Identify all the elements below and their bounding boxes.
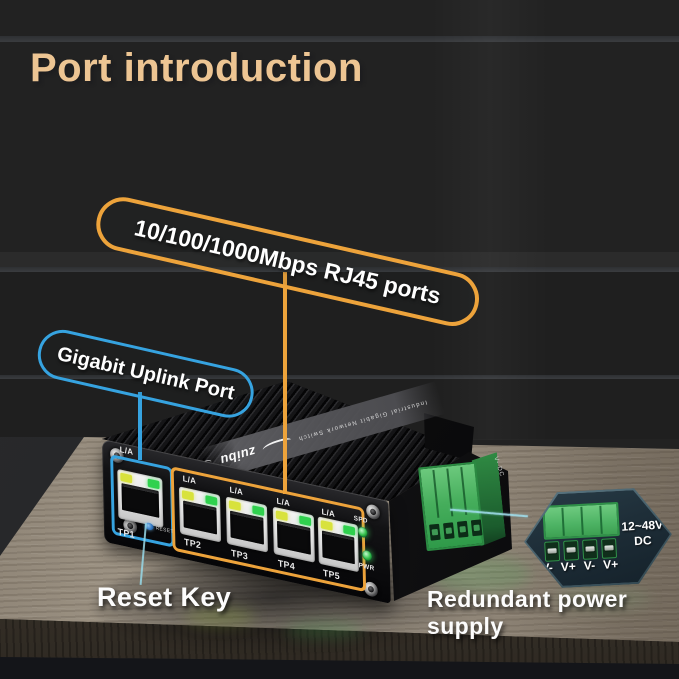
inset-reflection bbox=[555, 585, 650, 611]
terminal-screw-hole bbox=[470, 519, 483, 537]
rj45-opening bbox=[276, 520, 311, 555]
terminal-screw-hole bbox=[456, 520, 469, 538]
wall-groove bbox=[0, 267, 679, 272]
activity-led-green bbox=[147, 478, 160, 490]
rj45-port-tp5[interactable] bbox=[317, 516, 359, 573]
rj45-opening bbox=[321, 530, 355, 565]
rj45-opening bbox=[230, 510, 264, 545]
led-reflection bbox=[285, 622, 363, 638]
terminal-screw bbox=[582, 539, 598, 560]
link-led-yellow bbox=[320, 520, 333, 531]
wall-highlight-band bbox=[0, 252, 679, 267]
terminal-screw-hole bbox=[443, 522, 455, 540]
activity-led-green bbox=[205, 495, 218, 506]
voltage-range-label: 12~48V bbox=[621, 517, 664, 534]
rj45-opening bbox=[121, 483, 160, 518]
redundant-power-caption: Redundant power supply bbox=[427, 586, 628, 639]
rj45-port-tp3[interactable] bbox=[225, 496, 268, 553]
terminal-screw bbox=[563, 540, 579, 561]
terminal-label: V+ bbox=[560, 559, 577, 574]
panel-screw bbox=[363, 580, 378, 598]
terminal-polarity-row: V- V+ V- V+ bbox=[541, 557, 618, 575]
wall-sheen bbox=[430, 0, 550, 440]
terminal-screw bbox=[601, 538, 617, 559]
link-led-yellow bbox=[181, 490, 194, 501]
activity-led-green bbox=[343, 524, 356, 536]
terminal-label: V+ bbox=[602, 556, 619, 572]
supply-type-label: DC bbox=[633, 533, 652, 549]
panel-screw bbox=[366, 503, 381, 521]
led-reflection bbox=[185, 608, 255, 626]
page-title: Port introduction bbox=[30, 46, 363, 90]
uplink-callout-line bbox=[138, 392, 142, 460]
power-supply-inset: 12~48V DC V- V+ V- V+ bbox=[522, 486, 675, 590]
brand-swoosh-icon bbox=[261, 435, 293, 453]
activity-led-green bbox=[299, 515, 312, 527]
wall-groove bbox=[0, 375, 679, 379]
activity-led-green bbox=[252, 505, 265, 517]
link-led-yellow bbox=[228, 500, 241, 511]
rj45-opening bbox=[183, 500, 217, 535]
rj45-port-tp1[interactable] bbox=[117, 468, 164, 528]
wall-groove bbox=[0, 36, 679, 42]
reset-key-caption: Reset Key bbox=[97, 582, 232, 612]
link-led-yellow bbox=[275, 510, 288, 522]
terminal-screw-hole bbox=[429, 523, 441, 541]
rj45-callout-line bbox=[283, 272, 287, 494]
rj45-port-tp4[interactable] bbox=[272, 506, 315, 563]
link-led-yellow bbox=[120, 472, 133, 484]
terminal-front-face bbox=[418, 461, 485, 552]
rj45-port-tp2[interactable] bbox=[178, 486, 222, 543]
terminal-label: V- bbox=[583, 558, 596, 573]
brand-logo: zuibu bbox=[218, 443, 258, 468]
wall-lower-panel bbox=[0, 272, 679, 375]
terminal-screw bbox=[544, 541, 560, 562]
inset-terminal-body bbox=[542, 502, 620, 540]
hexagon-panel: 12~48V DC V- V+ V- V+ bbox=[524, 488, 673, 587]
